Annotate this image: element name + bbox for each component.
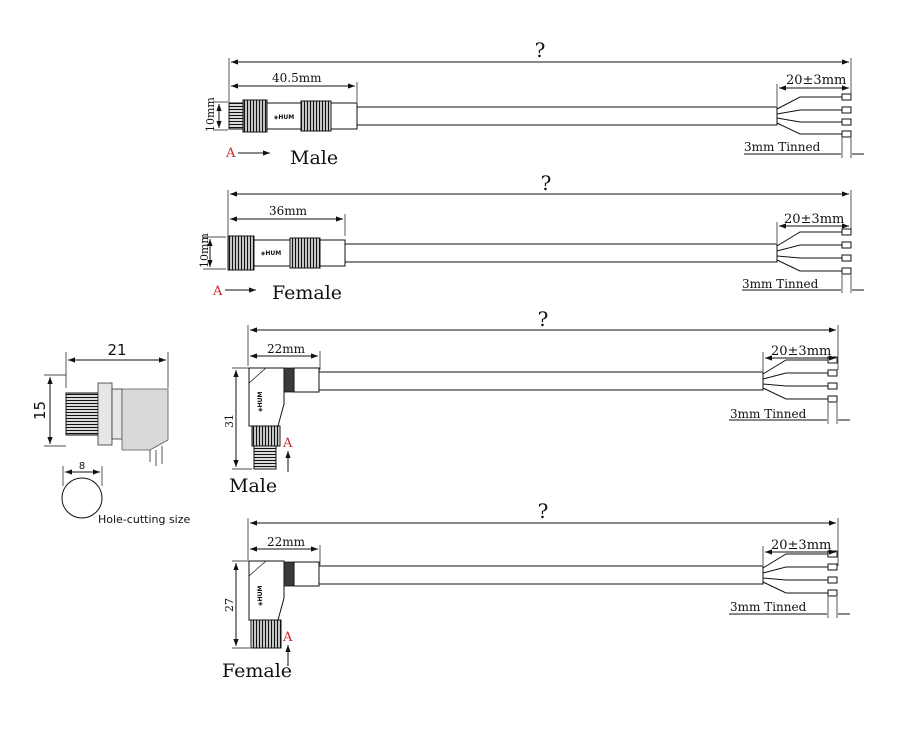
cable-jacket [356, 106, 778, 126]
panel-mount-detail: 21 15 8 Hole-cutting size [31, 341, 191, 526]
diameter-label: 10mm [198, 233, 211, 268]
tinned-label: 3mm Tinned [742, 277, 819, 291]
gender-label: Male [229, 475, 277, 497]
view-marker-a: A [282, 436, 293, 451]
strip-length-label: 20±3mm [784, 212, 844, 227]
panel-height-label: 15 [31, 401, 49, 420]
cable-jacket [344, 243, 778, 263]
tinned-label: 3mm Tinned [744, 140, 821, 154]
grip-sleeve [300, 100, 332, 132]
connector-body [266, 102, 302, 130]
cable-4-right-angle-female: ? 22mm 27 ◈HUM 20±3mm 3mm Tinned A Femal… [222, 499, 850, 682]
hole-diameter-label: 8 [79, 461, 85, 472]
coupling-nut [242, 99, 268, 133]
hole-caption: Hole-cutting size [98, 513, 191, 526]
coupling-nut [251, 425, 281, 447]
cable-jacket [318, 371, 764, 391]
tinned-label: 3mm Tinned [730, 600, 807, 614]
diameter-label: 10mm [204, 97, 217, 132]
overall-length-label: ? [538, 499, 549, 523]
panel-pcb-body [121, 388, 169, 451]
connector-body [248, 367, 285, 427]
overall-length-label: ? [538, 307, 549, 331]
view-marker-a: A [212, 284, 223, 299]
gender-label: Female [272, 282, 342, 304]
view-marker-a: A [282, 630, 293, 645]
view-marker-a: A [225, 146, 236, 161]
cable-boot [283, 367, 295, 393]
coupling-nut [250, 619, 282, 649]
cable-boot [283, 561, 295, 587]
cable-jacket [318, 565, 764, 585]
gender-label: Male [290, 147, 338, 169]
height-label: 27 [223, 598, 236, 612]
svg-text:◈HUM: ◈HUM [261, 250, 282, 257]
coupling-nut [227, 235, 255, 271]
cable-2-straight-female: ? 36mm 10mm ◈HUM 20±3mm 3mm Tinned A Fem… [198, 171, 864, 304]
cable-boot [319, 239, 346, 267]
cable-boot [330, 102, 358, 130]
male-thread [228, 102, 244, 130]
gender-label: Female [222, 660, 292, 682]
svg-text:◈HUM: ◈HUM [257, 391, 264, 412]
tinned-label: 3mm Tinned [730, 407, 807, 421]
height-label: 31 [223, 414, 236, 428]
overall-length-label: ? [535, 38, 546, 62]
svg-text:◈HUM: ◈HUM [257, 585, 264, 606]
connector-length-label: 36mm [269, 204, 308, 218]
connector-length-label: 22mm [267, 535, 306, 549]
overall-length-label: ? [541, 171, 552, 195]
male-thread [253, 445, 277, 470]
panel-nut [97, 382, 113, 446]
strip-length-label: 20±3mm [786, 73, 846, 88]
cable-1-straight-male: ? 40.5mm 10mm ◈HUM 20±3mm 3mm Tinned [204, 38, 864, 169]
cable-3-right-angle-male: ? 22mm 31 ◈HUM 20±3mm 3mm Tinned A Male [223, 307, 850, 497]
connector-length-label: 22mm [267, 342, 306, 356]
strip-length-label: 20±3mm [771, 344, 831, 359]
svg-text:◈HUM: ◈HUM [274, 114, 295, 121]
connector-body [253, 239, 291, 267]
connector-length-label: 40.5mm [272, 71, 322, 85]
grip-sleeve [289, 237, 321, 269]
panel-width-label: 21 [107, 341, 126, 359]
hole-cutout [61, 477, 103, 519]
panel-thread [65, 392, 99, 436]
connector-body [248, 560, 285, 621]
strip-length-label: 20±3mm [771, 538, 831, 553]
